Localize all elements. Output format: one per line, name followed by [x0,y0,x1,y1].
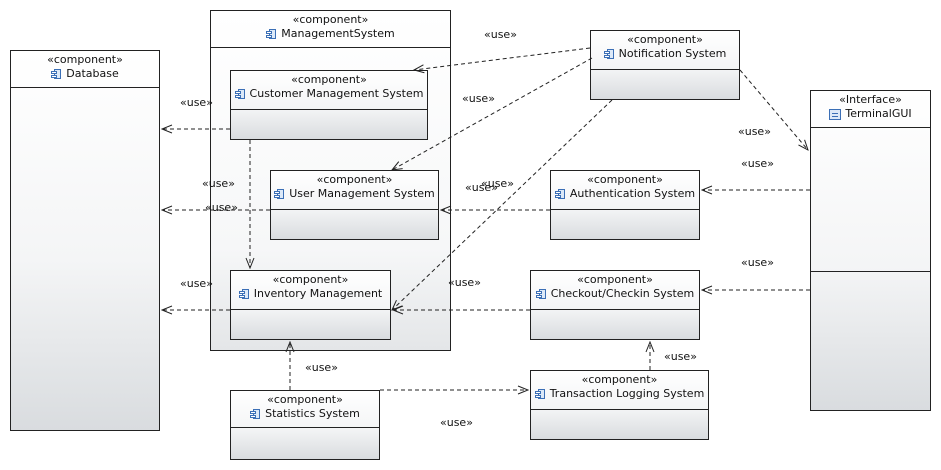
edge-label-terminal-authentication: «use» [741,157,774,170]
component-stereotype: «component» [47,53,123,66]
notification-system-component[interactable]: «component» Notification System [590,30,740,100]
component-stereotype: «component» [291,73,367,86]
edge-label-notification-customer: «use» [484,28,517,41]
component-icon [603,48,615,60]
component-icon [234,88,246,100]
checkout-checkin-name: Checkout/Checkin System [550,287,695,300]
user-management-name: User Management System [289,187,435,200]
database-component[interactable]: «component» Database [10,50,160,431]
inventory-management-component[interactable]: «component» Inventory Management [230,270,391,340]
component-icon [250,408,261,420]
inventory-management-name: Inventory Management [253,287,383,300]
edge-label-terminal-checkout: «use» [741,256,774,269]
component-stereotype: «component» [292,13,369,26]
component-icon [266,28,277,40]
user-management-header: «component» User Management System [271,171,438,210]
component-stereotype: «component» [581,373,658,386]
edge-label-notification-user: «use» [462,92,495,105]
component-stereotype: «component» [316,173,393,186]
transaction-logging-name: Transaction Logging System [549,387,705,400]
edge-label-notification-terminal: «use» [738,125,771,138]
interface-icon [829,108,842,120]
component-icon [238,288,250,300]
component-icon [534,388,546,400]
edge-label-user-database: «use» [205,201,238,214]
terminal-gui-header: «Interface» TerminalGUI [811,91,930,128]
statistics-system-component[interactable]: «component» Statistics System [230,390,380,460]
component-stereotype: «component» [627,33,703,46]
edge-label-customer-inventory: «use» [202,177,235,190]
interface-stereotype: «Interface» [839,93,902,106]
customer-management-header: «component» Customer Management System [231,71,427,110]
database-header: «component» Database [11,51,159,88]
component-icon [554,188,566,200]
authentication-system-name: Authentication System [569,187,696,200]
checkout-checkin-component[interactable]: «component» Checkout/Checkin System [530,270,700,340]
inventory-management-header: «component» Inventory Management [231,271,390,310]
edge-label-customer-database: «use» [180,96,213,109]
component-stereotype: «component» [577,273,653,286]
customer-management-component[interactable]: «component» Customer Management System [230,70,428,140]
edge-label-inventory-database: «use» [180,277,213,290]
database-name: Database [66,67,119,80]
notification-system-name: Notification System [618,47,727,60]
component-stereotype: «component» [267,393,343,406]
component-icon [274,188,285,200]
component-stereotype: «component» [272,273,349,286]
edge-label-checkout-inventory: «use» [448,276,481,289]
terminal-gui-compartment-divider [811,271,930,272]
statistics-system-header: «component» Statistics System [231,391,379,428]
terminal-gui-interface[interactable]: «Interface» TerminalGUI [810,90,931,411]
edge-label-statistics-translog: «use» [440,416,473,429]
terminal-gui-name: TerminalGUI [845,107,912,120]
management-system-name: ManagementSystem [281,27,395,40]
transaction-logging-component[interactable]: «component» Transaction Logging System [530,370,709,440]
user-management-component[interactable]: «component» User Management System [270,170,439,240]
edge-label-translog-checkout: «use» [664,350,697,363]
checkout-checkin-header: «component» Checkout/Checkin System [531,271,699,310]
authentication-system-component[interactable]: «component» Authentication System [550,170,700,240]
authentication-system-header: «component» Authentication System [551,171,699,210]
component-stereotype: «component» [587,173,663,186]
edge-label-authentication-user-b: «use» [481,177,514,190]
edge-notification-to-terminal [739,69,808,150]
statistics-system-name: Statistics System [265,407,360,420]
notification-system-header: «component» Notification System [591,31,739,70]
transaction-logging-header: «component» Transaction Logging System [531,371,708,410]
edge-label-statistics-inventory: «use» [305,361,338,374]
customer-management-name: Customer Management System [249,87,424,100]
component-icon [535,288,547,300]
component-icon [51,68,62,80]
management-system-header: «component» ManagementSystem [211,11,450,48]
